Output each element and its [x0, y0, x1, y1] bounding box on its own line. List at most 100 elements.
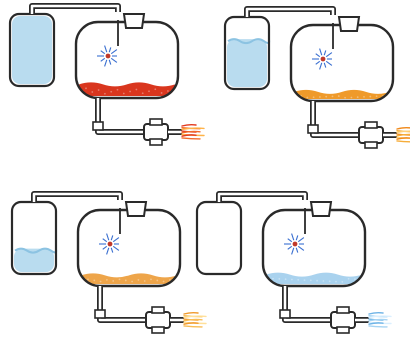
flame-icon [369, 313, 391, 327]
reservoir-water [227, 39, 267, 87]
pipe-inner [219, 194, 305, 202]
liquid-speck [329, 280, 331, 282]
outlet-pipe [95, 286, 146, 320]
cylinder-tank-icon [12, 202, 56, 274]
liquid-speck [319, 96, 321, 98]
liquid-speck [348, 278, 350, 280]
liquid-speck [310, 280, 312, 282]
flame-stroke [397, 138, 410, 139]
valve-handle [152, 307, 164, 313]
valve-icon [331, 307, 369, 333]
reservoir-water [12, 16, 52, 84]
cylinder-tank-icon [225, 17, 269, 89]
spark-ray [320, 49, 322, 56]
spark-ray [320, 63, 322, 70]
liquid-speck [131, 281, 133, 283]
flame-stroke [369, 313, 383, 314]
elbow-joint [280, 310, 290, 318]
tank-cap-icon [124, 14, 144, 28]
liquid-speck [297, 279, 299, 281]
liquid-speck [341, 281, 343, 283]
tank-cap-icon [311, 202, 331, 216]
liquid-speck [144, 280, 146, 282]
liquid-speck [161, 92, 163, 94]
feed-pipe [34, 194, 120, 202]
liquid-speck [85, 87, 87, 89]
spark-ray [326, 61, 332, 65]
liquid-speck [136, 89, 138, 91]
spark-ray [296, 235, 298, 240]
liquid-speck [125, 280, 127, 282]
spark-ray [101, 58, 105, 61]
liquid-speck [148, 90, 150, 92]
rounded-tank-icon [78, 210, 180, 286]
liquid-speck [291, 279, 293, 281]
flame-stroke [184, 326, 202, 327]
spark-ray [105, 60, 107, 67]
liquid-speck [104, 93, 106, 95]
valve-handle [337, 307, 349, 313]
valve-body [331, 312, 355, 328]
valve-icon [146, 307, 184, 333]
liquid-speck [323, 280, 325, 282]
liquid-speck [129, 91, 131, 93]
outlet-inner [313, 101, 359, 135]
pipe-inner [247, 9, 333, 17]
spark-ray [103, 239, 107, 242]
liquid-speck [91, 91, 93, 93]
liquid-speck [338, 95, 340, 97]
pipe-inner [34, 194, 120, 202]
elbow-joint [95, 310, 105, 318]
spark-core [293, 242, 298, 247]
valve-body [359, 127, 383, 143]
liquid-speck [272, 278, 274, 280]
spark-ray [316, 54, 320, 57]
liquid-speck [154, 88, 156, 90]
spark-icon [97, 46, 117, 67]
liquid-speck [306, 97, 308, 99]
liquid-speck [93, 280, 95, 282]
tank-liquid [81, 272, 177, 284]
tank-cap-icon [126, 202, 146, 216]
flame-stroke [182, 138, 200, 139]
liquid-speck [335, 281, 337, 283]
elbow-joint [93, 122, 103, 130]
flame-stroke [397, 128, 410, 129]
spark-ray [298, 238, 304, 242]
spark-ray [107, 234, 109, 241]
outlet-inner [285, 286, 331, 320]
liquid-speck [98, 89, 100, 91]
valve-base [337, 327, 349, 333]
liquid-speck [112, 280, 114, 282]
spark-ray [111, 235, 113, 240]
panel-3 [12, 194, 206, 333]
spark-ray [109, 60, 111, 65]
rounded-tank-icon [291, 25, 393, 101]
liquid-speck [119, 278, 121, 280]
outlet-outline [313, 101, 359, 135]
flame-stroke [184, 313, 198, 314]
liquid-speck [169, 279, 171, 281]
spark-ray [292, 248, 294, 255]
spark-ray [103, 246, 107, 249]
spark-ray [111, 58, 117, 62]
valve-handle [365, 122, 377, 128]
outlet-outline [285, 286, 331, 320]
outlet-inner [100, 286, 146, 320]
liquid-speck [87, 278, 89, 280]
liquid-speck [142, 92, 144, 94]
liquid-speck [138, 279, 140, 281]
liquid-speck [325, 96, 327, 98]
liquid-speck [150, 279, 152, 281]
reservoir-outline [197, 202, 241, 274]
flame-icon [397, 128, 410, 142]
spark-ray [326, 53, 332, 57]
spark-ray [113, 238, 119, 242]
valve-body [146, 312, 170, 328]
valve-base [152, 327, 164, 333]
spark-ray [107, 248, 109, 255]
tank-liquid [79, 82, 175, 96]
spark-core [106, 54, 111, 59]
rounded-tank-icon [263, 210, 365, 286]
